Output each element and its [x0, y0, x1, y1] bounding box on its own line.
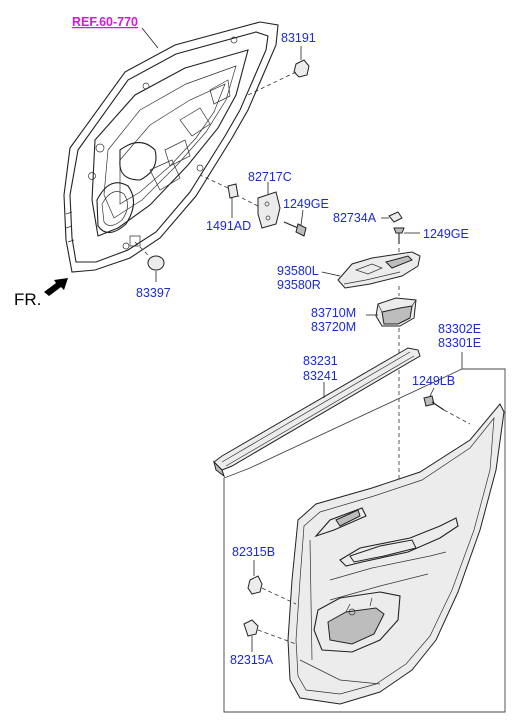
part-83710m-pull-cup — [375, 297, 417, 327]
front-direction-label: FR. — [14, 290, 41, 309]
reference-label: REF.60-770 — [72, 15, 138, 29]
part-83231-weatherstrip — [213, 347, 421, 478]
part-label-82315b: 82315B — [232, 545, 275, 559]
part-82734a-cap — [381, 211, 403, 223]
part-label-93580r: 93580R — [277, 278, 321, 292]
part-83191-clip — [293, 46, 310, 78]
part-label-83720m: 83720M — [311, 320, 356, 334]
part-label-1249ge-b: 1249GE — [423, 227, 469, 241]
part-label-1249lb: 1249LB — [412, 374, 455, 388]
front-direction-indicator: FR. — [14, 278, 68, 309]
part-83397-plug — [147, 255, 165, 282]
part-1249lb-screw — [423, 387, 445, 411]
part-label-83710m: 83710M — [311, 306, 356, 320]
part-1491ad-clip — [227, 183, 239, 218]
door-trim-panel — [287, 403, 505, 705]
trim-panel-assembly-box — [223, 368, 506, 713]
part-label-83241: 83241 — [303, 369, 338, 383]
door-inner-frame — [63, 21, 279, 273]
part-label-83301e: 83301E — [438, 336, 481, 350]
part-label-82734a: 82734A — [333, 211, 377, 225]
part-label-93580l: 93580L — [277, 264, 319, 278]
part-label-82315a: 82315A — [230, 653, 274, 667]
part-label-83302e: 83302E — [438, 322, 481, 336]
part-1249ge-screw-a — [283, 209, 307, 237]
part-1249ge-screw-b — [393, 227, 420, 244]
part-label-1249ge-a: 1249GE — [283, 197, 329, 211]
part-label-83191: 83191 — [281, 31, 316, 45]
part-label-82717c: 82717C — [248, 170, 292, 184]
part-82315b-clip — [247, 560, 263, 595]
part-82315a-clip — [243, 619, 259, 652]
part-label-83397: 83397 — [136, 286, 171, 300]
part-label-1491ad: 1491AD — [206, 219, 251, 233]
part-label-83231: 83231 — [303, 354, 338, 368]
part-82717c-bracket — [257, 182, 281, 229]
part-93580-handle-bezel — [337, 251, 421, 289]
